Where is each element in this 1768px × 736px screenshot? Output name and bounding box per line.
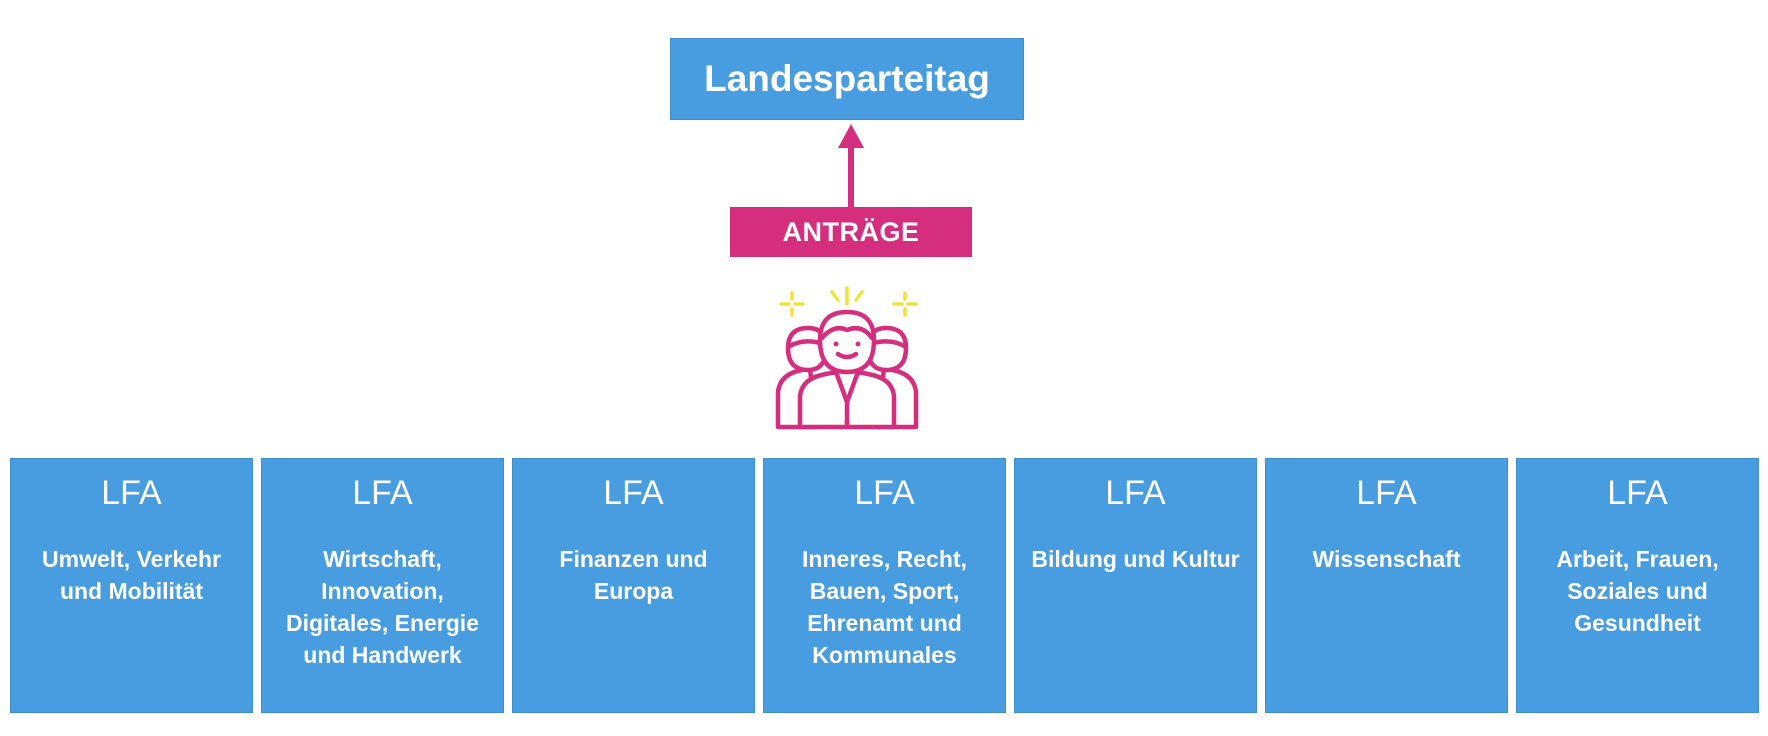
lfa-box-arbeit: LFA Arbeit, Frauen, Soziales und Gesundh… — [1516, 458, 1759, 713]
lfa-title: LFA — [352, 474, 413, 512]
lfa-title: LFA — [603, 474, 664, 512]
antraege-text: ANTRÄGE — [782, 216, 920, 247]
lfa-title: LFA — [854, 474, 915, 512]
lfa-text: Umwelt, Verkehr und Mobilität — [42, 546, 221, 604]
lfa-text: Finanzen und Europa — [559, 546, 708, 604]
lfa-title: LFA — [101, 474, 162, 512]
lfa-text: Bildung und Kultur — [1031, 546, 1240, 572]
lfa-title: LFA — [1607, 474, 1668, 512]
lfa-box-wissenschaft: LFA Wissenschaft — [1265, 458, 1508, 713]
lfa-box-bildung: LFA Bildung und Kultur — [1014, 458, 1257, 713]
sparkle-icon — [779, 286, 918, 317]
antraege-label: ANTRÄGE — [730, 207, 972, 257]
arrow-head — [838, 124, 864, 148]
lfa-title: LFA — [1356, 474, 1417, 512]
lfa-text: Wirtschaft, Innovation, Digitales, Energ… — [285, 546, 479, 668]
lfa-box-inneres: LFA Inneres, Recht, Bauen, Sport, Ehrena… — [763, 458, 1006, 713]
lfa-box-wirtschaft: LFA Wirtschaft, Innovation, Digitales, E… — [261, 458, 504, 713]
lfa-text: Inneres, Recht, Bauen, Sport, Ehrenamt u… — [802, 546, 967, 668]
landesparteitag-box: Landesparteitag — [670, 38, 1024, 120]
lfa-box-umwelt: LFA Umwelt, Verkehr und Mobilität — [10, 458, 253, 713]
people-group-icon — [775, 286, 919, 430]
landesparteitag-title: Landesparteitag — [704, 58, 990, 99]
lfa-title: LFA — [1105, 474, 1166, 512]
lfa-text: Wissenschaft — [1312, 546, 1461, 572]
lfa-text: Arbeit, Frauen, Soziales und Gesundheit — [1556, 546, 1719, 636]
lfa-row: LFA Umwelt, Verkehr und Mobilität LFA Wi… — [10, 458, 1760, 714]
lfa-box-finanzen: LFA Finanzen und Europa — [512, 458, 755, 713]
